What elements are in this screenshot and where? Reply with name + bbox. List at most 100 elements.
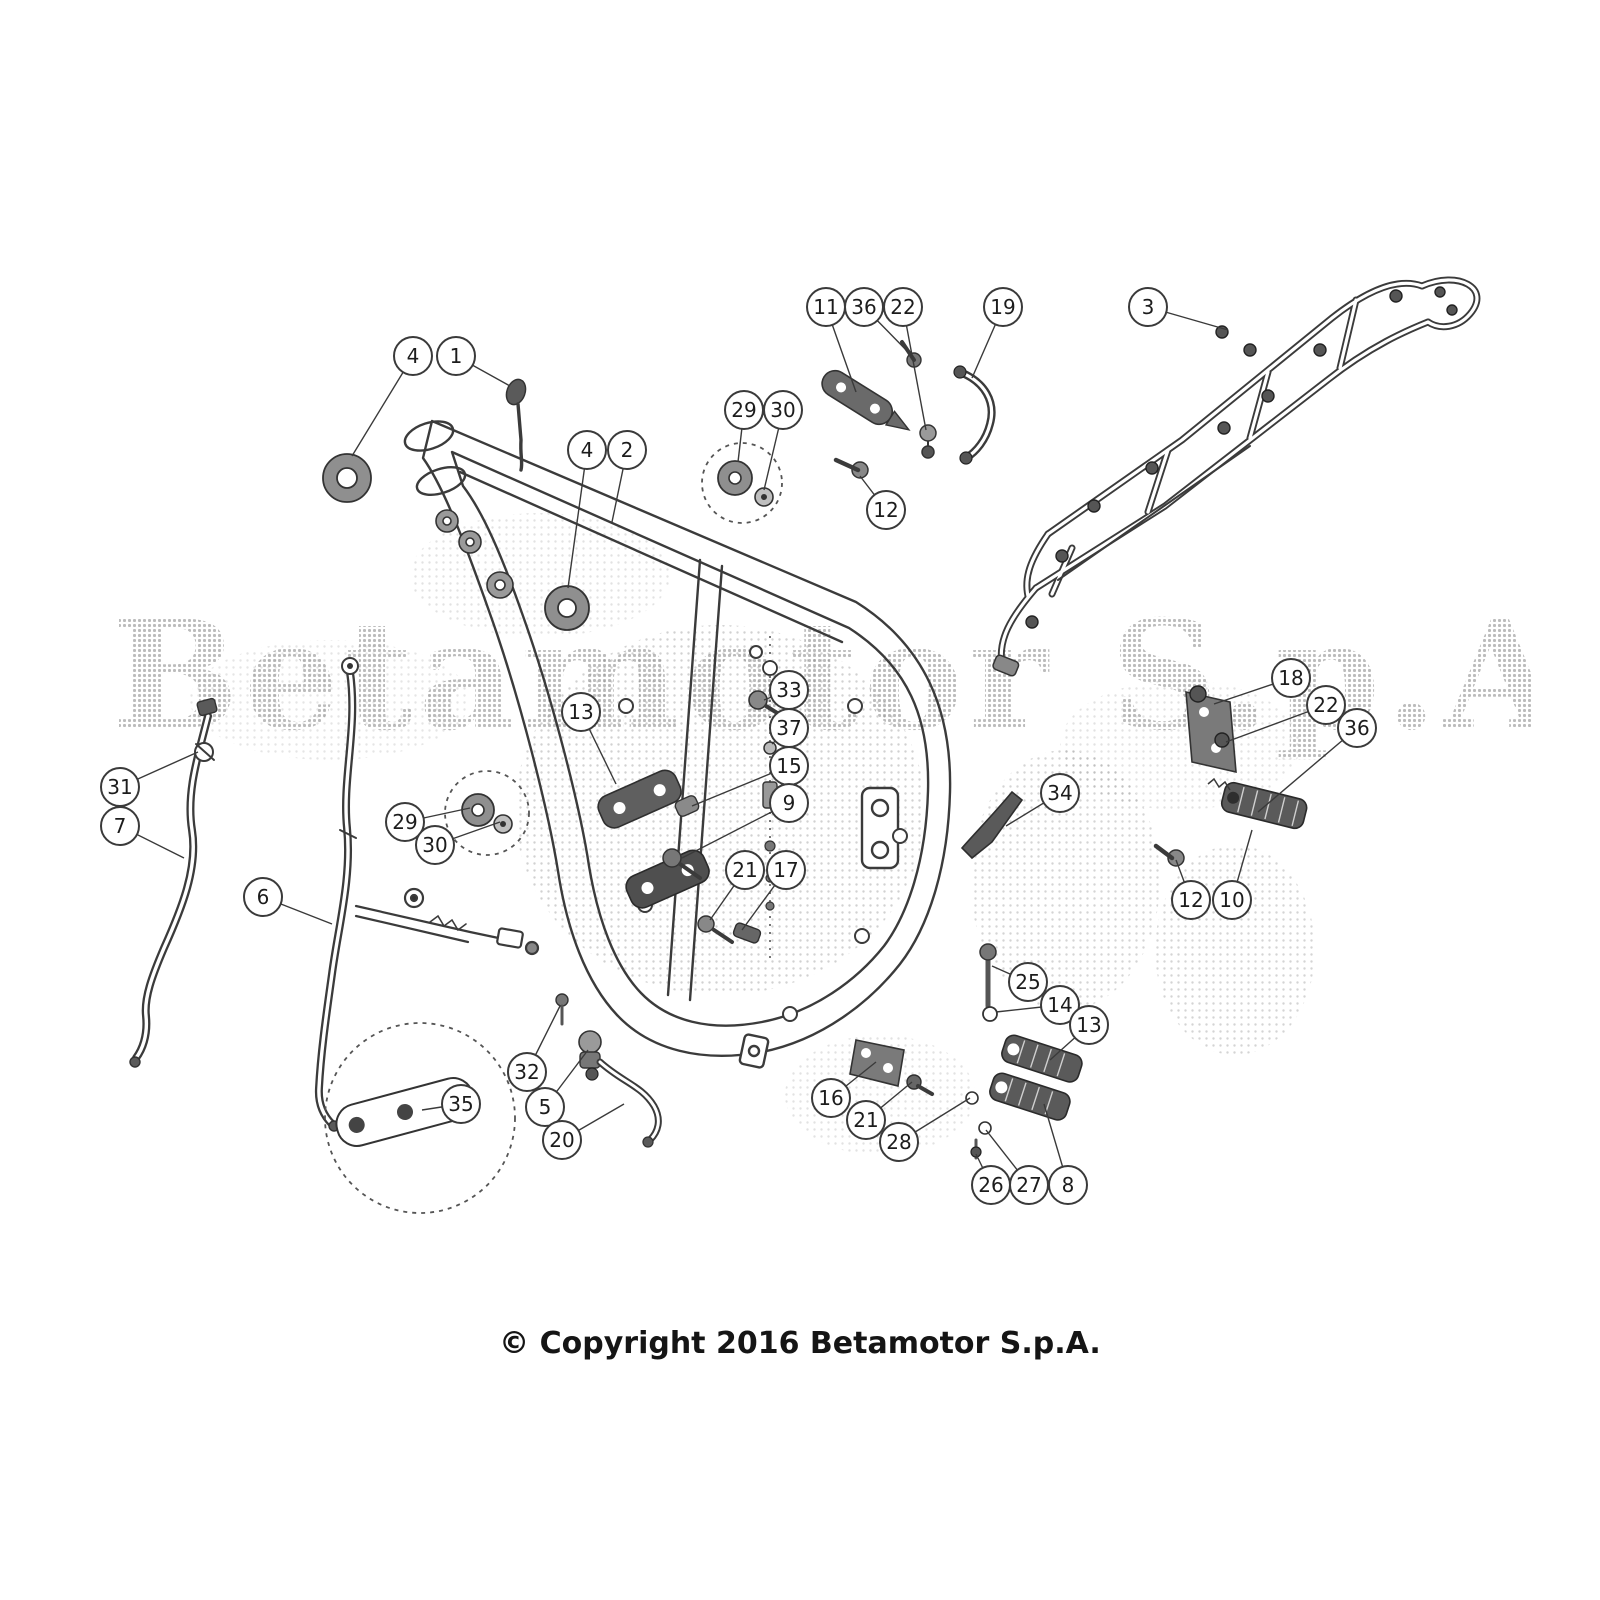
grommet-29-30-top [701, 442, 783, 524]
callout-3: 3 [1128, 287, 1229, 331]
frame-mount-tabs [618, 645, 908, 1022]
callout-20: 20 [542, 1103, 625, 1160]
plate-35 [324, 1022, 516, 1214]
svg-text:31: 31 [107, 775, 132, 799]
callout-19: 19 [971, 287, 1023, 379]
callout-30: 30 [763, 390, 803, 491]
svg-text:15: 15 [776, 754, 801, 778]
callout-16: 16 [811, 1061, 877, 1118]
spacer-22-top [919, 424, 937, 459]
spacer-15 [674, 795, 700, 817]
callout-2: 2 [607, 430, 647, 523]
callout-30: 30 [415, 821, 501, 865]
svg-text:2: 2 [621, 438, 634, 462]
callout-12: 12 [1171, 859, 1211, 920]
svg-text:37: 37 [776, 716, 801, 740]
svg-text:13: 13 [1076, 1013, 1101, 1037]
svg-text:26: 26 [978, 1173, 1003, 1197]
callout-15: 15 [691, 746, 809, 807]
callout-29: 29 [385, 802, 471, 842]
callout-6: 6 [243, 877, 333, 925]
rear-subframe [992, 276, 1481, 677]
bracket-11 [821, 369, 911, 431]
footrest-bracket-right [1185, 685, 1308, 830]
callout-9: 9 [681, 783, 809, 859]
svg-text:19: 19 [990, 295, 1015, 319]
svg-text:5: 5 [539, 1095, 552, 1119]
bracket-34 [960, 790, 1024, 860]
callout-21: 21 [846, 1081, 913, 1140]
svg-text:22: 22 [890, 295, 915, 319]
main-frame [403, 419, 952, 1069]
callout-36: 36 [1257, 708, 1377, 813]
callout-10: 10 [1212, 829, 1253, 920]
svg-text:29: 29 [731, 398, 756, 422]
callout-22: 22 [1225, 685, 1346, 743]
svg-text:20: 20 [549, 1128, 574, 1152]
svg-text:36: 36 [1344, 716, 1369, 740]
callout-4: 4 [567, 430, 607, 589]
svg-text:8: 8 [1062, 1173, 1075, 1197]
grommet-4-mid [544, 585, 590, 631]
bracket-16 [849, 1039, 905, 1087]
svg-text:25: 25 [1015, 970, 1040, 994]
svg-text:27: 27 [1016, 1173, 1041, 1197]
hose-20 [596, 1058, 662, 1148]
svg-text:28: 28 [886, 1130, 911, 1154]
svg-text:4: 4 [407, 344, 420, 368]
callout-35: 35 [421, 1084, 481, 1124]
washer-28 [965, 1091, 979, 1105]
bolt-12-top [833, 457, 869, 479]
svg-text:32: 32 [514, 1060, 539, 1084]
callout-13: 13 [561, 692, 617, 785]
callout-34: 34 [1005, 773, 1080, 827]
callout-28: 28 [879, 1097, 971, 1162]
callout-26: 26 [971, 1153, 1011, 1205]
svg-text:13: 13 [568, 700, 593, 724]
brake-linkage [354, 887, 540, 956]
callout-22: 22 [883, 287, 927, 431]
svg-text:10: 10 [1219, 888, 1244, 912]
hose-6 [314, 657, 359, 1132]
callout-31: 31 [100, 751, 199, 807]
sleeve-17 [732, 922, 762, 944]
grommet-4-left [322, 453, 372, 503]
svg-text:12: 12 [873, 498, 898, 522]
svg-text:36: 36 [851, 295, 876, 319]
svg-text:17: 17 [773, 858, 798, 882]
svg-text:33: 33 [776, 678, 801, 702]
bolt-12-right [1153, 843, 1185, 867]
svg-text:34: 34 [1047, 781, 1072, 805]
mount-cluster-5 [555, 993, 602, 1081]
svg-text:16: 16 [818, 1086, 843, 1110]
callout-37: 37 [769, 708, 809, 748]
callout-18: 18 [1213, 658, 1311, 705]
svg-text:21: 21 [853, 1108, 878, 1132]
svg-text:9: 9 [783, 791, 796, 815]
bolt-21-lower [906, 1074, 934, 1096]
callout-11: 11 [806, 287, 857, 393]
svg-text:7: 7 [114, 814, 127, 838]
callout-13: 13 [1049, 1005, 1109, 1061]
callout-21: 21 [709, 850, 765, 921]
svg-text:4: 4 [581, 438, 594, 462]
callout-5: 5 [525, 1049, 589, 1127]
callout-32: 32 [507, 1005, 561, 1092]
callout-4: 4 [351, 336, 433, 457]
callout-14: 14 [995, 985, 1080, 1025]
bracket-19 [953, 365, 996, 465]
hose-7 [129, 697, 218, 1068]
svg-text:22: 22 [1313, 693, 1338, 717]
svg-text:30: 30 [770, 398, 795, 422]
callout-8: 8 [1043, 1103, 1088, 1205]
grommet-29-30-mid [444, 770, 530, 856]
callout-17: 17 [741, 850, 806, 931]
copyright-text: © Copyright 2016 Betamotor S.p.A. [499, 1326, 1101, 1361]
footrest-lower-right [970, 943, 1083, 1160]
svg-text:30: 30 [422, 833, 447, 857]
svg-text:18: 18 [1278, 666, 1303, 690]
callout-25: 25 [991, 962, 1048, 1002]
